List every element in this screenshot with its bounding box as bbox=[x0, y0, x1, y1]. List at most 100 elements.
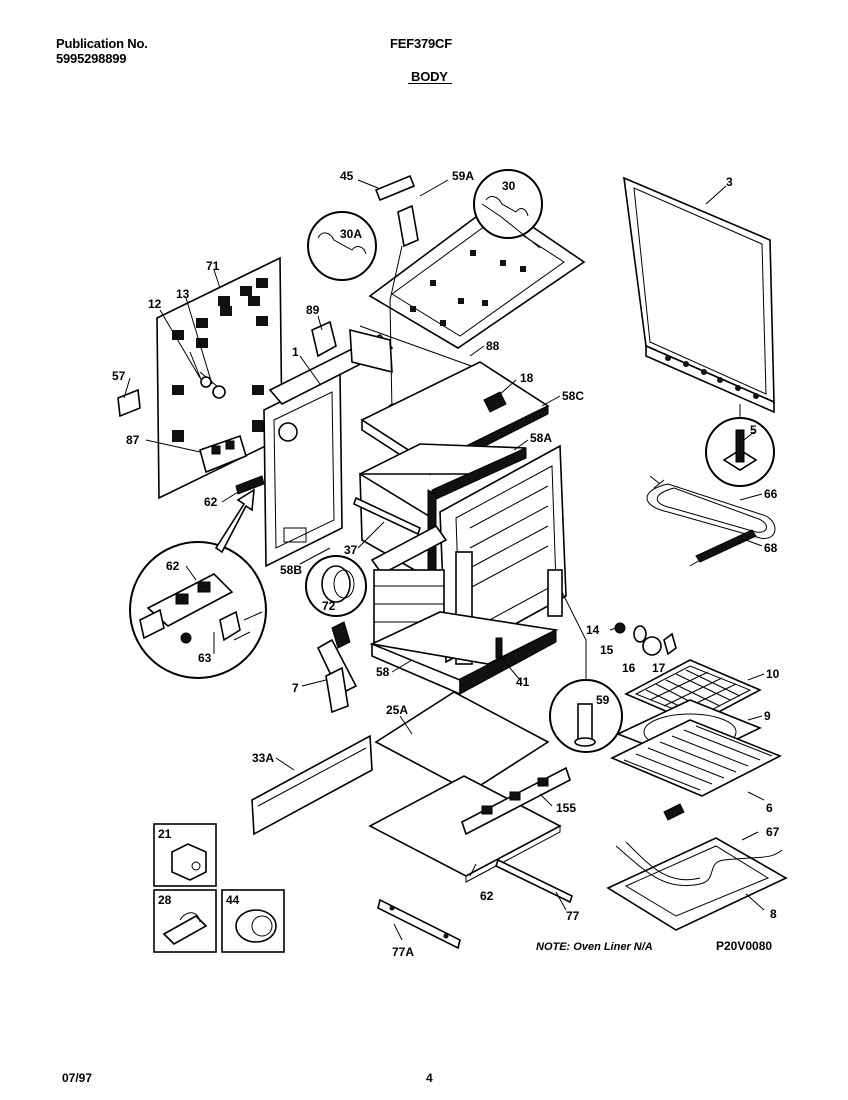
back-panel bbox=[156, 256, 283, 500]
lower-element-67 bbox=[615, 841, 783, 887]
screw-parts-14-17 bbox=[614, 622, 677, 656]
label-13: 13 bbox=[176, 287, 190, 301]
oven-door-3 bbox=[623, 176, 775, 414]
label-77: 77 bbox=[566, 909, 580, 923]
section-title: BODY bbox=[411, 69, 448, 84]
element-37 bbox=[353, 496, 421, 536]
label-5: 5 bbox=[750, 423, 757, 437]
label-25a: 25A bbox=[386, 703, 408, 717]
terminal-block-87 bbox=[199, 434, 247, 474]
label-12: 12 bbox=[148, 297, 162, 311]
side-panel-58b bbox=[263, 370, 343, 568]
section-underline bbox=[408, 83, 452, 84]
bottom-tray-58 bbox=[369, 611, 559, 696]
label-16: 16 bbox=[622, 661, 636, 675]
label-14: 14 bbox=[586, 623, 600, 637]
part-labels: 45 59A 30 30A 3 71 12 13 89 1 88 18 58C … bbox=[112, 169, 780, 959]
label-67: 67 bbox=[766, 825, 780, 839]
illustration-code: P20V0080 bbox=[716, 939, 772, 953]
label-10: 10 bbox=[766, 667, 780, 681]
terminal-block-62 bbox=[235, 475, 265, 495]
label-58c: 58C bbox=[562, 389, 584, 403]
label-44: 44 bbox=[226, 893, 240, 907]
vent-bracket-89 bbox=[311, 320, 393, 374]
label-7: 7 bbox=[292, 681, 299, 695]
inset-box-44 bbox=[221, 889, 285, 953]
label-59: 59 bbox=[596, 693, 610, 707]
label-30a: 30A bbox=[340, 227, 362, 241]
publication-label: Publication No. bbox=[56, 36, 148, 51]
label-33a: 33A bbox=[252, 751, 274, 765]
bake-element-68 bbox=[689, 529, 757, 567]
label-71: 71 bbox=[206, 259, 220, 273]
model-number: FEF379CF bbox=[390, 36, 452, 51]
wire-88 bbox=[359, 325, 489, 373]
label-155: 155 bbox=[556, 801, 576, 815]
label-17: 17 bbox=[652, 661, 666, 675]
oven-liner-note: NOTE: Oven Liner N/A bbox=[536, 941, 653, 953]
label-21: 21 bbox=[158, 827, 172, 841]
rail-77 bbox=[495, 858, 573, 904]
label-8: 8 bbox=[770, 907, 777, 921]
hinge-7 bbox=[316, 621, 358, 714]
grommet-13 bbox=[212, 385, 226, 399]
rod-59a bbox=[397, 204, 419, 248]
label-68: 68 bbox=[764, 541, 778, 555]
inset-box-28 bbox=[153, 889, 217, 953]
label-41: 41 bbox=[516, 675, 530, 689]
label-1: 1 bbox=[292, 345, 299, 359]
label-9: 9 bbox=[764, 709, 771, 723]
label-87: 87 bbox=[126, 433, 140, 447]
rod-59 bbox=[561, 591, 587, 690]
label-72: 72 bbox=[322, 599, 336, 613]
label-6: 6 bbox=[766, 801, 773, 815]
clip-45 bbox=[374, 174, 416, 202]
pointer-arrow bbox=[214, 488, 255, 554]
label-77a: 77A bbox=[392, 945, 414, 959]
label-15: 15 bbox=[600, 643, 614, 657]
bracket-57 bbox=[117, 388, 141, 418]
label-18: 18 bbox=[520, 371, 534, 385]
label-62-lower: 62 bbox=[480, 889, 494, 903]
label-3: 3 bbox=[726, 175, 733, 189]
rail-77a bbox=[377, 898, 461, 950]
label-28: 28 bbox=[158, 893, 172, 907]
detail-circle-30 bbox=[473, 169, 543, 239]
clip-18 bbox=[483, 391, 507, 413]
rod-59a-leader bbox=[389, 245, 403, 413]
label-62-detail: 62 bbox=[166, 559, 180, 573]
label-58: 58 bbox=[376, 665, 390, 679]
leader-30 bbox=[481, 203, 541, 249]
oven-rack-6 bbox=[610, 719, 782, 821]
detail-circle-72 bbox=[305, 555, 367, 617]
label-62-upper: 62 bbox=[204, 495, 218, 509]
label-89: 89 bbox=[306, 303, 320, 317]
label-30: 30 bbox=[502, 179, 516, 193]
label-63: 63 bbox=[198, 651, 212, 665]
label-37: 37 bbox=[344, 543, 358, 557]
detail-circle-30a bbox=[307, 211, 377, 281]
label-45: 45 bbox=[340, 169, 354, 183]
detail-circle-62-63 bbox=[129, 541, 267, 679]
kick-panel-33a bbox=[251, 734, 373, 836]
label-57: 57 bbox=[112, 369, 126, 383]
page-number: 4 bbox=[426, 1071, 433, 1085]
cooktop-panel-59a bbox=[368, 201, 586, 349]
grommet-12 bbox=[200, 376, 212, 388]
drawer-pan-8 bbox=[606, 837, 788, 931]
oven-bottom-25a bbox=[374, 691, 550, 793]
label-59a: 59A bbox=[452, 169, 474, 183]
inset-box-21 bbox=[153, 823, 217, 887]
detail-circle-5 bbox=[705, 417, 775, 487]
label-66: 66 bbox=[764, 487, 778, 501]
broil-element-66 bbox=[646, 475, 776, 539]
label-58b: 58B bbox=[280, 563, 302, 577]
footer-date: 07/97 bbox=[62, 1071, 93, 1085]
label-88: 88 bbox=[486, 339, 500, 353]
drawer-front-155 bbox=[461, 766, 571, 836]
publication-number: 5995298899 bbox=[56, 51, 127, 66]
leader-lines bbox=[123, 179, 765, 941]
label-58a: 58A bbox=[530, 431, 552, 445]
detail-circle-59 bbox=[549, 679, 623, 753]
